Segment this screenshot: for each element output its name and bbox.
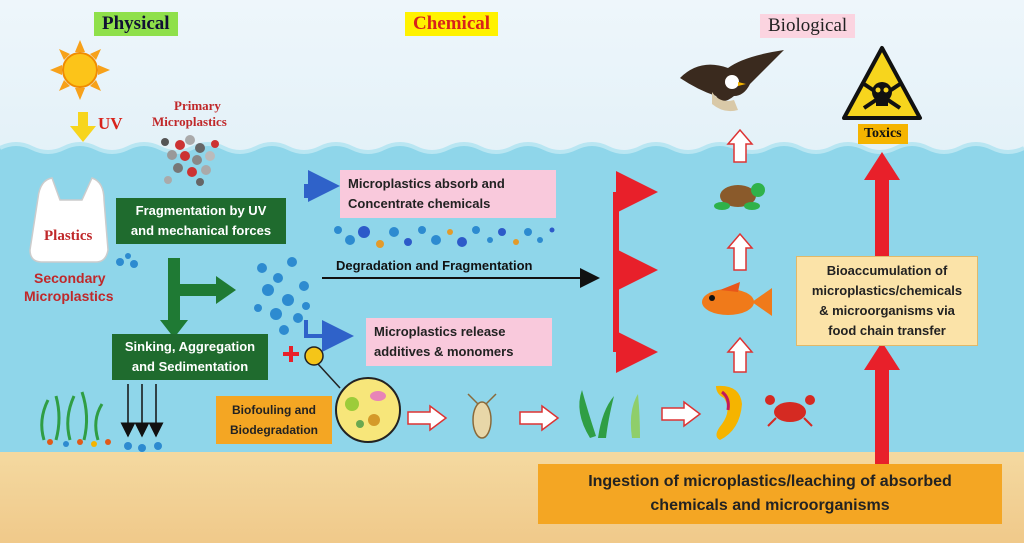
bioaccumulation-line1: Bioaccumulation of [826, 263, 948, 278]
ingestion-line1: Ingestion of microplastics/leaching of a… [588, 473, 952, 490]
fragmentation-arrows [160, 258, 236, 338]
fragmentation-line1: Fragmentation by UV [135, 203, 267, 218]
turtle-icon [714, 183, 765, 210]
eagle-icon [680, 50, 784, 112]
food-chain-up-arrows [726, 128, 754, 373]
sediment-particles [47, 439, 111, 447]
degradation-label: Degradation and Fragmentation [336, 258, 533, 273]
primary-microplastics-line2: Microplastics [152, 114, 227, 129]
bioaccumulation-line2: microplastics/chemicals [811, 283, 963, 298]
food-chain-right-arrows [407, 400, 702, 432]
sinking-line1: Sinking, Aggregation [124, 339, 256, 354]
bioaccumulation-arrows [864, 152, 900, 464]
plastics-label: Plastics [44, 228, 93, 244]
secondary-microplastics-line1: Secondary [34, 270, 106, 286]
secondary-microplastic-dots [116, 253, 138, 268]
plus-icon [283, 346, 299, 362]
bioaccumulation-line3: & microorganisms via [819, 303, 955, 318]
biofouling-line2: Biodegradation [229, 423, 318, 437]
red-bracket-arrows [613, 171, 658, 373]
sinking-arrows [120, 384, 164, 438]
zooplankton-icon [467, 393, 497, 439]
header-physical: Physical [94, 12, 178, 36]
microplastic-particles [254, 257, 310, 335]
absorb-line1: Microplastics absorb and [348, 176, 505, 191]
seaweed-icon [579, 390, 640, 438]
header-chemical: Chemical [405, 12, 499, 36]
bioaccumulation-box: Bioaccumulation of microplastics/chemica… [796, 256, 978, 346]
biofouling-box: Biofouling and Biodegradation [216, 396, 332, 444]
ingestion-box: Ingestion of microplastics/leaching of a… [538, 464, 1002, 524]
seaweed-left-icon [40, 391, 104, 441]
microorganism-icon [304, 346, 401, 443]
sinking-line2: and Sedimentation [131, 359, 249, 374]
toxic-hazard-icon [842, 46, 922, 120]
fish-icon [702, 282, 772, 316]
primary-microplastics-line1: Primary [174, 98, 221, 113]
ingestion-line2: chemicals and microorganisms [650, 497, 890, 514]
blue-arrows [304, 170, 354, 352]
release-box: Microplastics release additives & monome… [366, 318, 552, 366]
biofouling-line1: Biofouling and [232, 403, 316, 417]
release-line1: Microplastics release [374, 324, 506, 339]
plastic-bag-icon [29, 177, 109, 263]
fragmentation-box: Fragmentation by UV and mechanical force… [116, 198, 286, 244]
toxics-label: Toxics [858, 124, 908, 144]
absorb-box: Microplastics absorb and Concentrate che… [340, 170, 556, 218]
sunk-particles [124, 442, 162, 452]
chemical-dots [334, 226, 555, 248]
header-biological: Biological [760, 14, 856, 38]
fragmentation-line2: and mechanical forces [130, 223, 272, 238]
secondary-microplastics-line2: Microplastics [24, 288, 114, 304]
microplastic-cluster-icon [161, 135, 219, 186]
crab-icon [765, 395, 815, 427]
uv-arrow-icon [70, 112, 96, 142]
uv-label: UV [98, 114, 123, 133]
absorb-line2: Concentrate chemicals [348, 196, 491, 211]
release-line2: additives & monomers [374, 344, 514, 359]
sun-icon [50, 40, 110, 100]
sinking-box: Sinking, Aggregation and Sedimentation [112, 334, 268, 380]
bioaccumulation-line4: food chain transfer [828, 323, 946, 338]
shrimp-icon [716, 385, 742, 440]
